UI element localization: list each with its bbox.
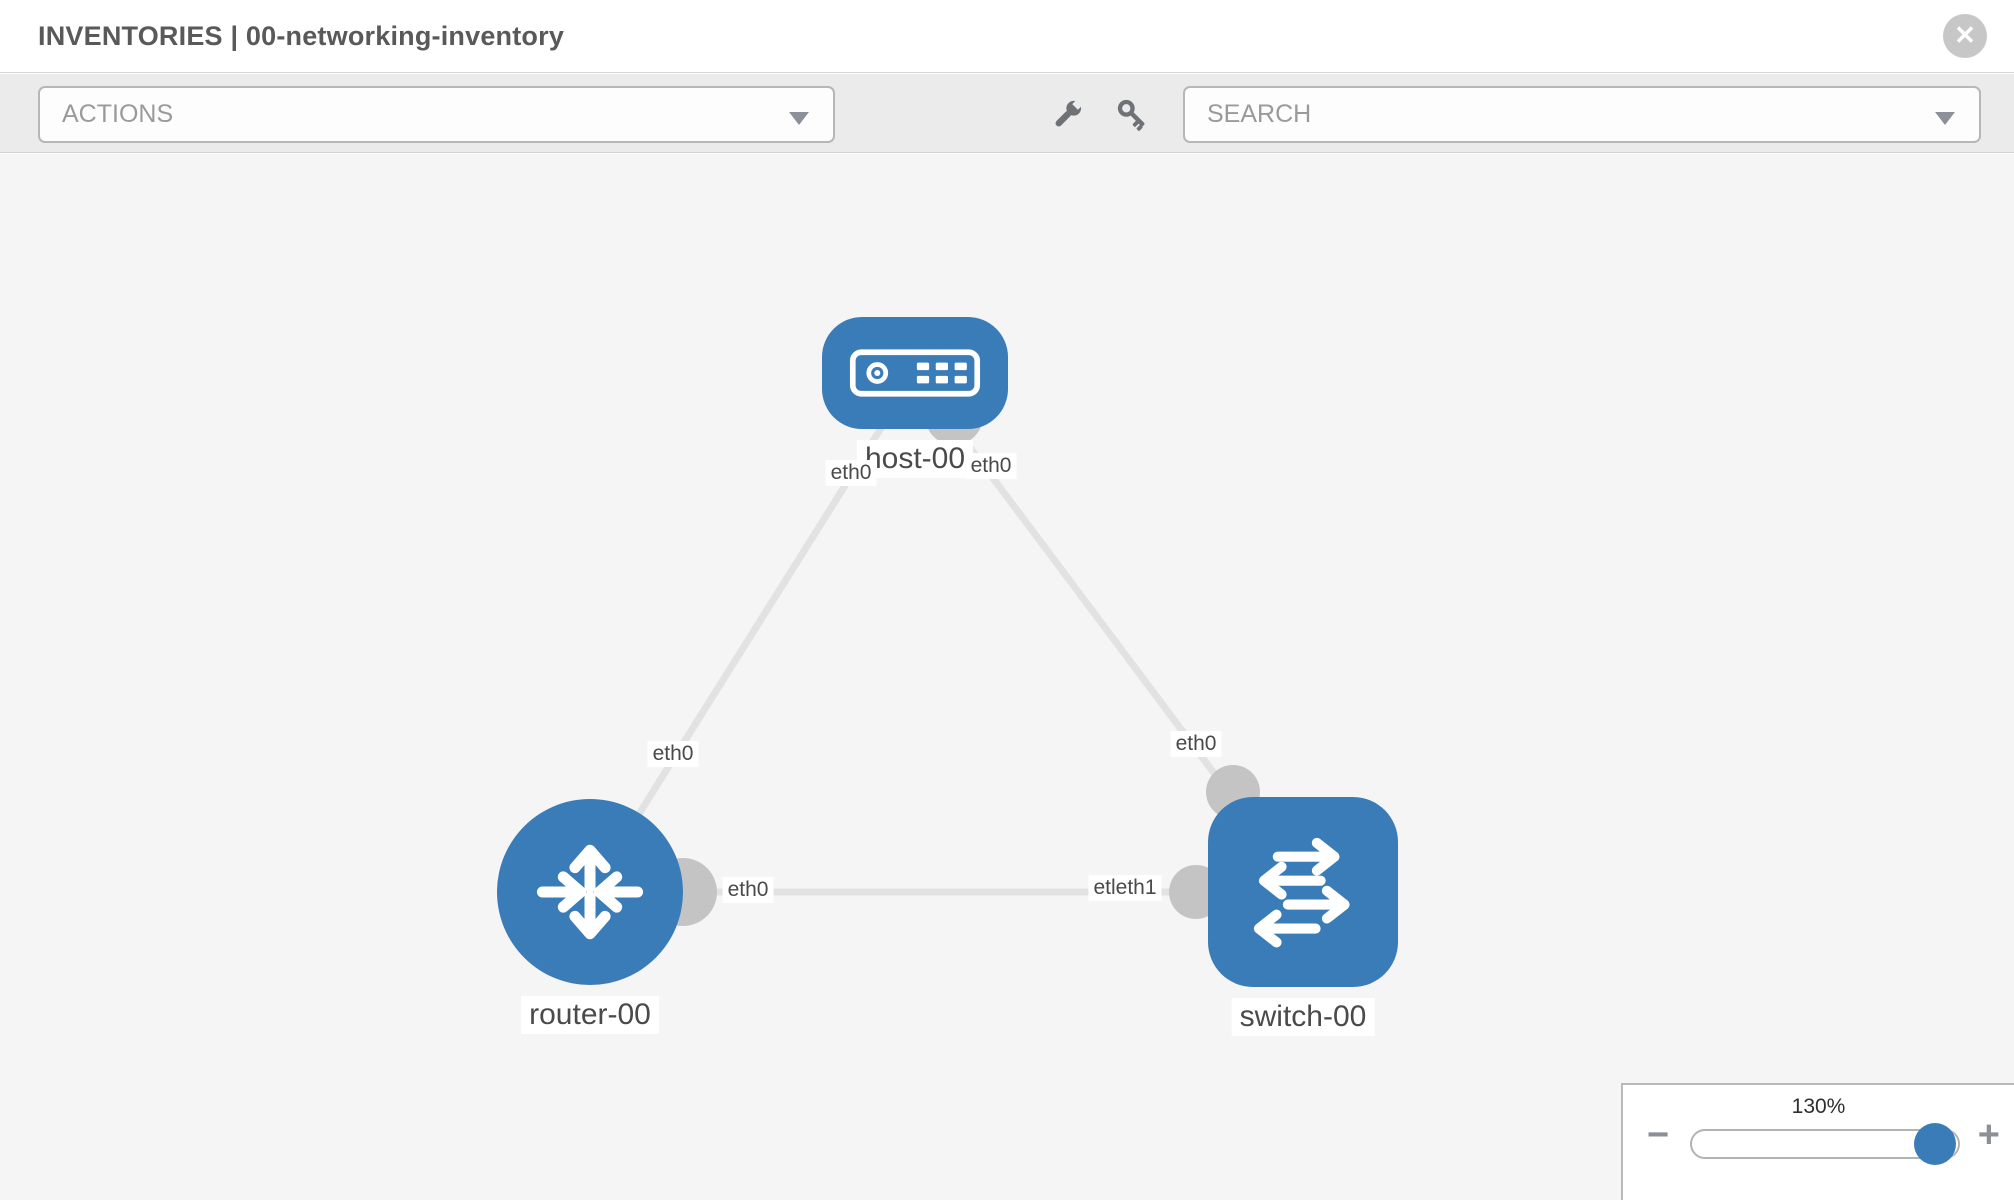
node-label-router: router-00 [521, 996, 659, 1034]
server-icon [849, 349, 981, 397]
wrench-icon[interactable] [1048, 96, 1086, 134]
node-router-00[interactable] [497, 799, 683, 985]
interface-label: etleth1 [1088, 875, 1162, 901]
interface-label: eth0 [825, 460, 877, 486]
zoom-control-panel: 130% − + [1621, 1083, 2014, 1200]
router-arrows-icon [536, 844, 644, 940]
zoom-in-button[interactable]: + [1977, 1114, 2000, 1156]
node-label-switch: switch-00 [1231, 998, 1375, 1036]
actions-dropdown-label: ACTIONS [62, 100, 174, 128]
switch-arrows-icon [1253, 837, 1350, 948]
search-placeholder: SEARCH [1207, 100, 1312, 128]
zoom-slider-knob[interactable] [1914, 1123, 1956, 1165]
chevron-down-icon [789, 112, 809, 125]
zoom-slider-track[interactable] [1690, 1123, 1960, 1165]
zoom-out-button[interactable]: − [1647, 1114, 1670, 1156]
zoom-level-value: 130% [1791, 1095, 1846, 1118]
page-title: INVENTORIES | 00-networking-inventory [38, 21, 565, 51]
interface-label: eth0 [647, 741, 699, 767]
toolbar: ACTIONS SEARC [0, 74, 2014, 153]
links-layer [587, 371, 1306, 926]
key-icon[interactable] [1114, 96, 1152, 134]
interface-label: eth0 [722, 877, 774, 903]
search-input[interactable]: SEARCH [1183, 86, 1981, 143]
topology-canvas[interactable]: host-00 router-00 switch-00 eth0 eth0 et… [0, 154, 2014, 1200]
close-icon[interactable]: ✕ [1943, 14, 1987, 58]
interface-label: eth0 [965, 453, 1017, 479]
interface-label: eth0 [1170, 731, 1222, 757]
node-switch-00[interactable] [1208, 797, 1398, 987]
header-bar: INVENTORIES | 00-networking-inventory ✕ [0, 0, 2014, 73]
node-host-00[interactable] [822, 317, 1008, 429]
chevron-down-icon [1935, 112, 1955, 125]
actions-dropdown[interactable]: ACTIONS [38, 86, 835, 143]
